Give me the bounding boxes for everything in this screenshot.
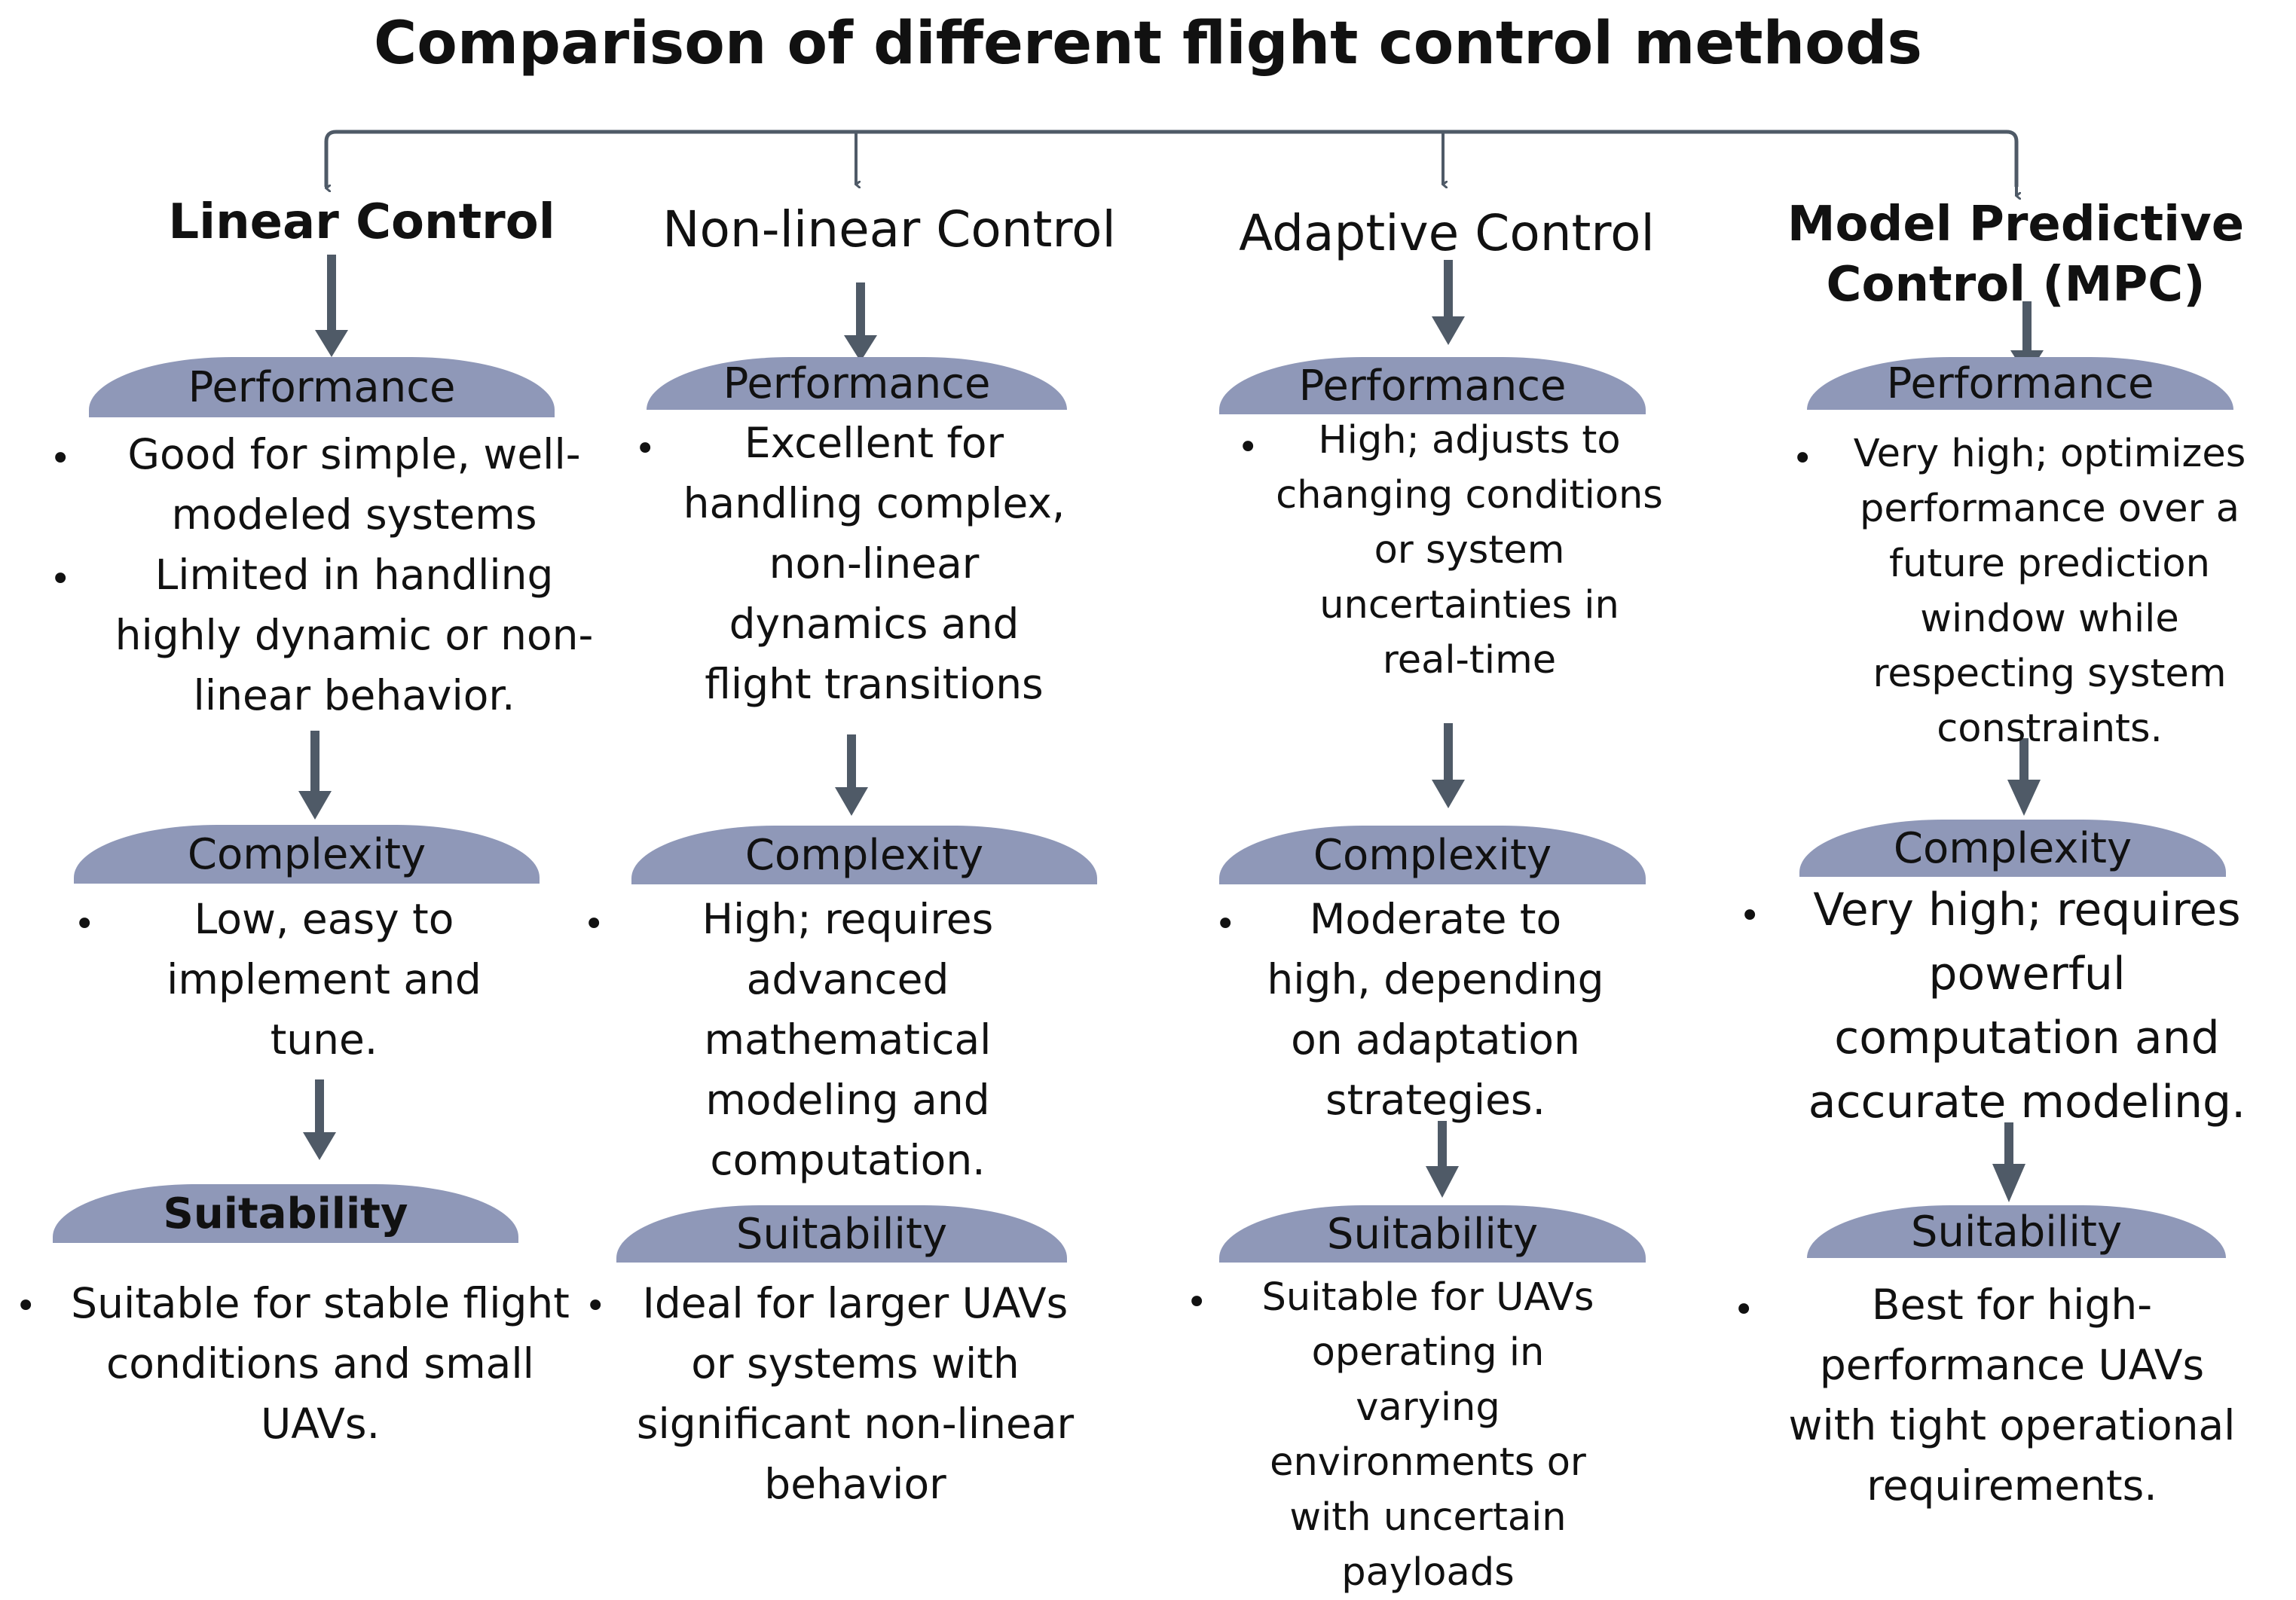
- performance-text-mpc: Very high; optimizes performance over a …: [1853, 432, 2246, 751]
- bullet: •: [1237, 426, 1259, 469]
- arrow-down-adaptive-2: [1432, 723, 1465, 808]
- bullet: •: [1739, 895, 1761, 937]
- performance-header-linear: Performance: [89, 357, 555, 417]
- top-connector-bar: [324, 130, 2019, 187]
- arrow-down-linear-2: [298, 731, 332, 820]
- performance-text-nonlinear: Excellent for handling complex, non-line…: [683, 419, 1065, 708]
- bullet: •: [1215, 903, 1237, 945]
- bullet: •: [634, 428, 656, 470]
- bullet: •: [15, 1285, 37, 1327]
- complexity-text-adaptive: Moderate to high, depending on adaptatio…: [1267, 895, 1604, 1124]
- suitability-header-nonlinear: Suitability: [616, 1205, 1067, 1263]
- page-title: Comparison of different flight control m…: [374, 10, 1922, 78]
- suitability-header-linear: Suitability: [53, 1184, 518, 1243]
- suitability-text-mpc: Best for high-performance UAVs with tigh…: [1788, 1281, 2236, 1510]
- arrow-down-adaptive-1: [1432, 260, 1465, 345]
- performance-header-nonlinear: Performance: [647, 357, 1067, 410]
- complexity-text-linear: Low, easy to implement and tune.: [167, 895, 482, 1064]
- complexity-header-nonlinear: Complexity: [631, 826, 1097, 884]
- arrow-down-adaptive-3: [1426, 1121, 1459, 1198]
- performance-text-adaptive: High; adjusts to changing conditions or …: [1276, 418, 1663, 682]
- bullet: •: [50, 558, 72, 600]
- suitability-header-mpc: Suitability: [1807, 1205, 2226, 1258]
- performance-header-adaptive: Performance: [1219, 357, 1646, 414]
- complexity-header-linear: Complexity: [74, 825, 540, 884]
- complexity-text-mpc: Very high; requires powerful computation…: [1808, 884, 2246, 1128]
- method-title-adaptive: Adaptive Control: [1239, 204, 1655, 262]
- bullet: •: [1186, 1281, 1208, 1324]
- performance-header-mpc: Performance: [1807, 357, 2233, 410]
- bullet: •: [1733, 1289, 1755, 1331]
- method-title-mpc: Model Predictive Control (MPC): [1787, 197, 2245, 313]
- method-title-nonlinear: Non-linear Control: [662, 200, 1116, 258]
- complexity-text-nonlinear: High; requires advanced mathematical mod…: [702, 895, 994, 1184]
- bullet: •: [585, 1285, 607, 1327]
- suitability-header-adaptive: Suitability: [1219, 1205, 1646, 1263]
- suitability-text-linear: Suitable for stable flight conditions an…: [71, 1279, 570, 1448]
- bullet: •: [1792, 438, 1814, 480]
- arrow-down-linear-1: [315, 255, 348, 357]
- suitability-text-adaptive: Suitable for UAVs operating in varying e…: [1261, 1275, 1594, 1595]
- method-title-linear: Linear Control: [168, 194, 555, 250]
- suitability-text-nonlinear: Ideal for larger UAVs or systems with si…: [636, 1279, 1075, 1508]
- bullet: •: [50, 438, 72, 480]
- bullet: •: [583, 903, 605, 945]
- arrow-down-nonlinear-1: [844, 282, 877, 362]
- arrow-down-nonlinear-2: [835, 734, 868, 816]
- arrow-down-linear-3: [303, 1079, 336, 1160]
- complexity-header-mpc: Complexity: [1799, 820, 2226, 877]
- performance-text-linear: Good for simple, well-modeled systems Li…: [115, 430, 594, 719]
- complexity-header-adaptive: Complexity: [1219, 826, 1646, 884]
- bullet: •: [74, 903, 96, 945]
